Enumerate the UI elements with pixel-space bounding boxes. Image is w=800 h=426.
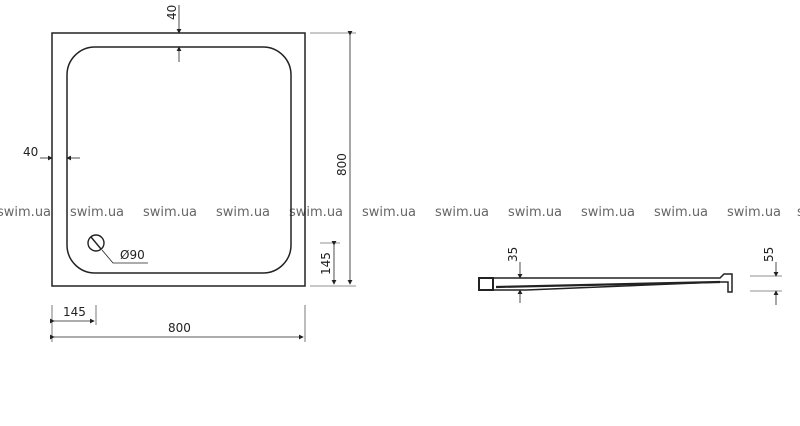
plan-view (40, 5, 356, 342)
watermark: swim.ua (70, 205, 124, 220)
dim-left-margin: 40 (23, 145, 38, 159)
watermark: swim.ua (581, 205, 635, 220)
watermark: swim.ua (362, 205, 416, 220)
watermark: swim.ua (654, 205, 708, 220)
dim-profile-depth: 35 (506, 247, 520, 262)
drain-icon (87, 234, 105, 252)
watermark: swim.ua (797, 205, 800, 220)
watermark: swim.ua (143, 205, 197, 220)
watermarks: swim.ua swim.ua swim.ua swim.ua swim.ua … (0, 205, 800, 220)
dim-drain-offset-h: 145 (63, 305, 86, 319)
dim-drain-offset-v: 145 (319, 252, 333, 275)
dim-profile-height: 55 (762, 247, 776, 262)
watermark: swim.ua (216, 205, 270, 220)
watermark: swim.ua (508, 205, 562, 220)
dim-width: 800 (168, 321, 191, 335)
watermark: swim.ua (727, 205, 781, 220)
watermark: swim.ua (0, 205, 51, 220)
profile-view (478, 262, 782, 305)
tray-basin (66, 46, 292, 274)
dim-height: 800 (335, 153, 349, 176)
watermark: swim.ua (435, 205, 489, 220)
watermark: swim.ua (289, 205, 343, 220)
dim-drain-diameter: Ø90 (120, 248, 145, 262)
dim-top-margin: 40 (165, 5, 179, 20)
